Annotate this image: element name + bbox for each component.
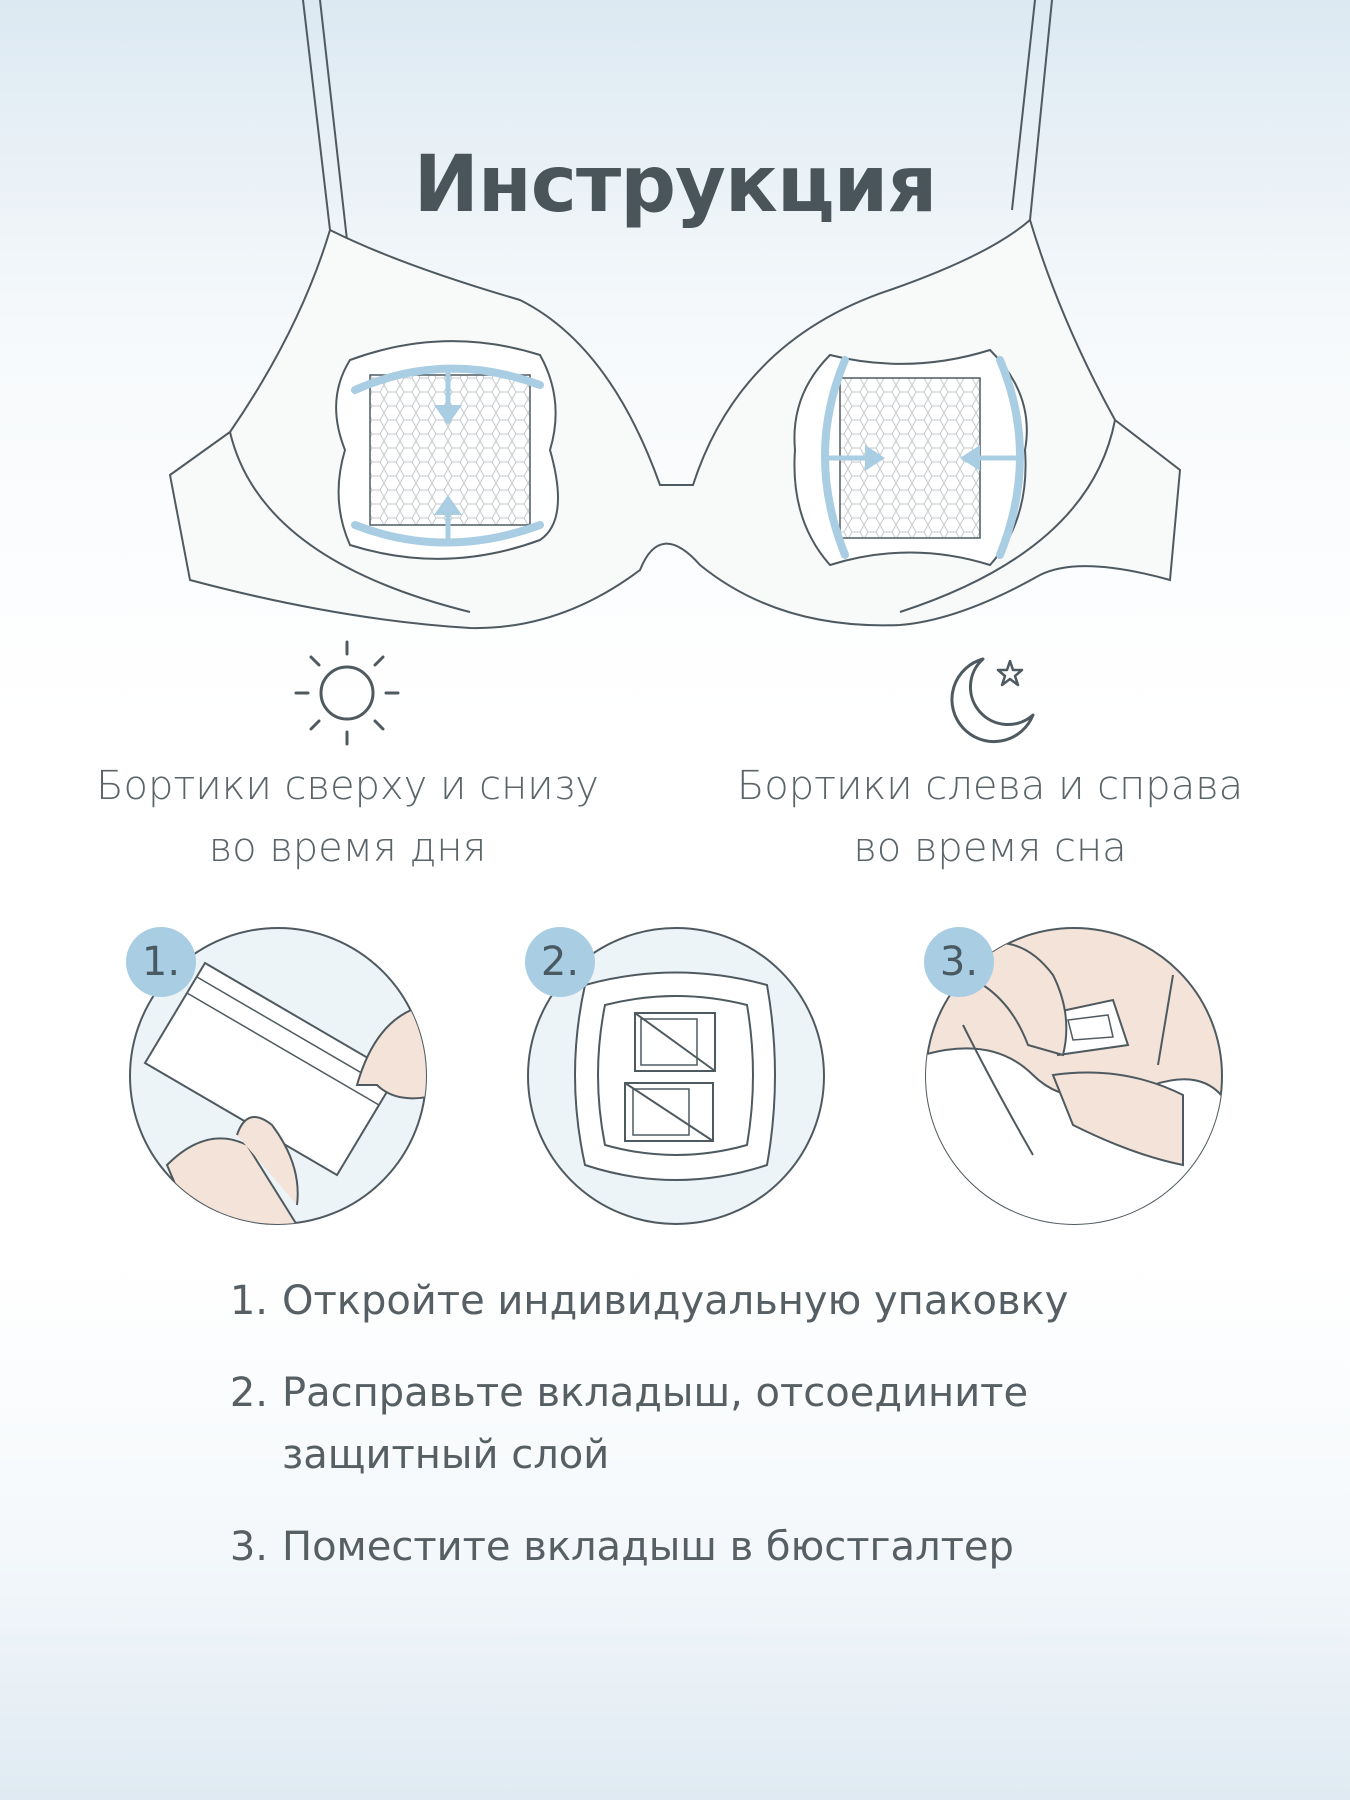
step-item-2: 2. Расправьте вкладыш, отсоедините защит… bbox=[210, 1362, 1260, 1486]
left-pad-day bbox=[335, 340, 559, 560]
bra-illustration bbox=[168, 0, 1182, 630]
sun-icon bbox=[294, 640, 400, 746]
step-2-badge: 2. bbox=[525, 927, 595, 997]
night-caption-line1: Бортики слева и справа bbox=[736, 763, 1244, 809]
night-mode-caption: Бортики слева и справа во время сна bbox=[680, 755, 1300, 879]
step-text-line1: Расправьте вкладыш, отсоедините bbox=[282, 1370, 1029, 1416]
day-caption-line1: Бортики сверху и снизу bbox=[96, 763, 599, 809]
step-text: Откройте индивидуальную упаковку bbox=[282, 1270, 1260, 1332]
step-1-illustration bbox=[129, 927, 427, 1225]
step-3-badge: 3. bbox=[924, 927, 994, 997]
step-text: Поместите вкладыш в бюстгалтер bbox=[282, 1516, 1260, 1578]
day-caption-line2: во время дня bbox=[208, 825, 487, 871]
day-mode-caption: Бортики сверху и снизу во время дня bbox=[40, 755, 655, 879]
step-item-1: 1. Откройте индивидуальную упаковку bbox=[210, 1270, 1260, 1332]
night-caption-line2: во время сна bbox=[853, 825, 1127, 871]
step-3-illustration bbox=[925, 927, 1223, 1225]
step-2-illustration bbox=[527, 927, 825, 1225]
step-number: 3. bbox=[229, 1524, 268, 1570]
step-number: 1. bbox=[229, 1278, 268, 1324]
moon-star-icon bbox=[950, 657, 1035, 743]
step-text-line2: защитный слой bbox=[282, 1432, 610, 1478]
step-text-line1: Откройте индивидуальную упаковку bbox=[282, 1278, 1069, 1324]
step-number: 2. bbox=[229, 1370, 268, 1416]
page-title: Инструкция bbox=[413, 140, 938, 230]
instruction-steps: 1. Откройте индивидуальную упаковку 2. Р… bbox=[210, 1270, 1260, 1608]
step-item-3: 3. Поместите вкладыш в бюстгалтер bbox=[210, 1516, 1260, 1578]
right-pad-night bbox=[793, 348, 1028, 567]
step-1-badge: 1. bbox=[126, 927, 196, 997]
step-text-line1: Поместите вкладыш в бюстгалтер bbox=[282, 1524, 1014, 1570]
step-text: Расправьте вкладыш, отсоедините защитный… bbox=[282, 1362, 1260, 1486]
